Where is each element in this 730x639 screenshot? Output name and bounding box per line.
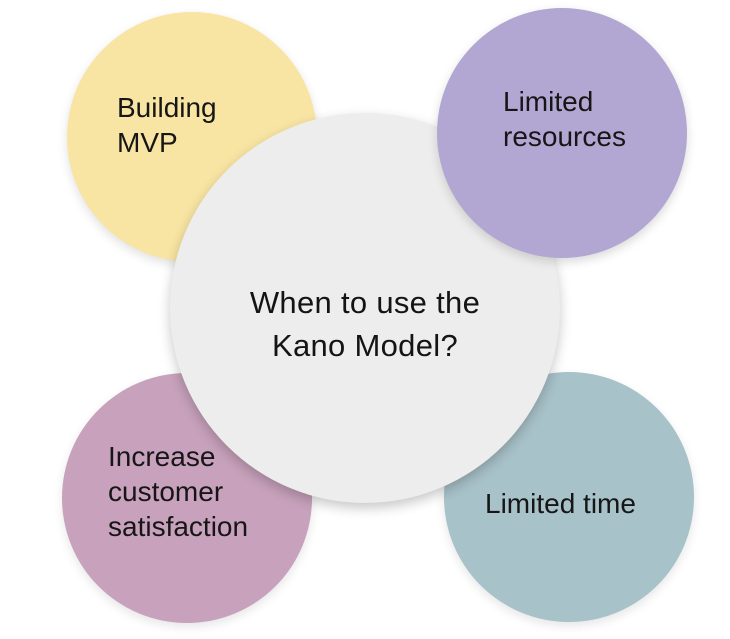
bubble-limited-resources: Limited resources bbox=[437, 8, 687, 258]
bubble-limited-resources-label: Limited resources bbox=[503, 86, 626, 152]
center-question-label: When to use the Kano Model? bbox=[249, 285, 481, 363]
bubble-limited-time-label: Limited time bbox=[485, 488, 636, 519]
bubble-increase-customer-satisfaction-label: Increase customer satisfaction bbox=[108, 441, 249, 542]
bubble-building-mvp-label: Building MVP bbox=[117, 92, 217, 158]
